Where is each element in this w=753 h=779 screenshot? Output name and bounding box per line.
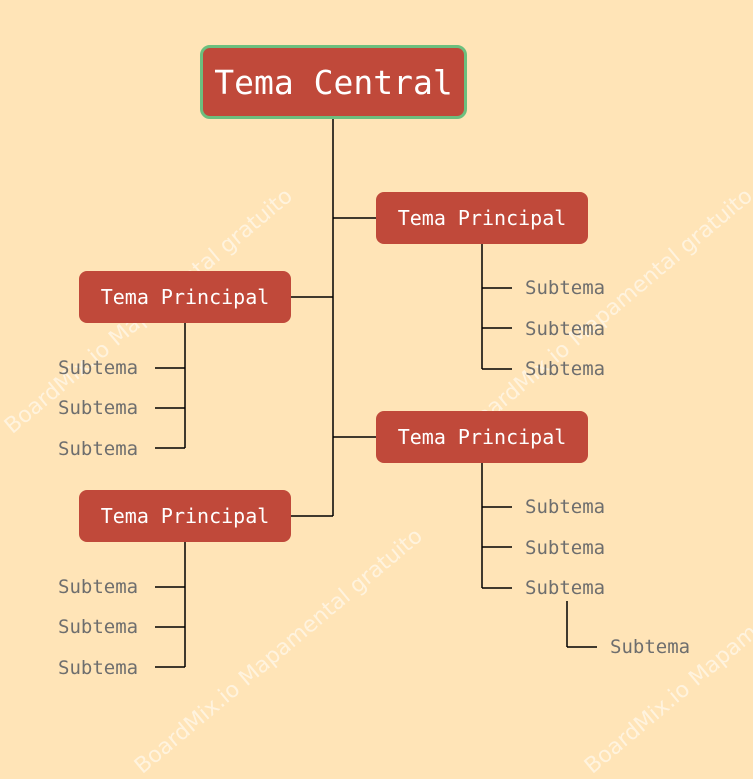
central-topic-node[interactable]: Tema Central [200,45,467,119]
subtopic[interactable]: Subtema [525,277,606,299]
main-topic-label: Tema Principal [100,285,270,309]
subtopic[interactable]: Subtema [58,657,139,679]
subtopic[interactable]: Subtema [58,616,139,638]
nested-subtopic[interactable]: Subtema [610,636,691,658]
connector-lines [155,119,597,668]
subtopic[interactable]: Subtema [525,537,606,559]
subtopic[interactable]: Subtema [525,577,606,599]
main-topic-node[interactable]: Tema Principal [376,411,588,463]
subtopic[interactable]: Subtema [525,318,606,340]
subtopic[interactable]: Subtema [58,357,139,379]
main-topic-node[interactable]: Tema Principal [79,490,291,542]
main-topic-label: Tema Principal [100,504,270,528]
main-topic-node[interactable]: Tema Principal [376,192,588,244]
main-topic-node[interactable]: Tema Principal [79,271,291,323]
subtopic[interactable]: Subtema [58,397,139,419]
subtopic[interactable]: Subtema [525,358,606,380]
main-topic-label: Tema Principal [397,425,567,449]
subtopic[interactable]: Subtema [525,496,606,518]
subtopic[interactable]: Subtema [58,438,139,460]
main-topic-label: Tema Principal [397,206,567,230]
central-topic-label: Tema Central [214,62,453,102]
subtopic[interactable]: Subtema [58,576,139,598]
